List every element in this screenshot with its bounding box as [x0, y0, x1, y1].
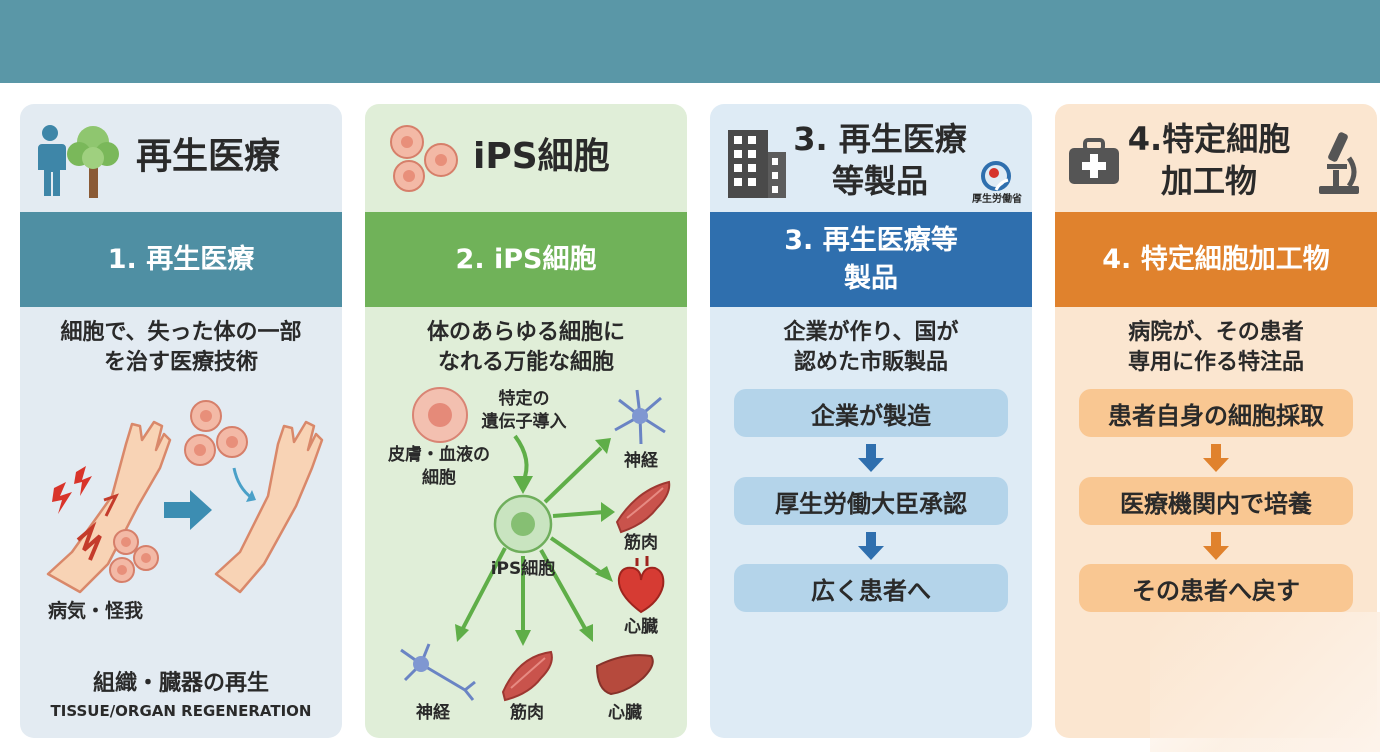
card-band: 4. 特定細胞加工物 [1055, 212, 1377, 307]
healed-arm-icon [214, 420, 324, 594]
arrow-down-icon [858, 532, 884, 560]
neuron-icon [400, 643, 476, 701]
card-title: 3. 再生医療 等製品 [793, 120, 967, 200]
injured-arm-icon [46, 420, 172, 594]
building-icon [728, 130, 786, 198]
arrow-down-icon [1203, 532, 1229, 560]
card-title: iPS細胞 [473, 136, 610, 177]
label-ips-cell: iPS細胞 [490, 559, 556, 579]
step-return-to-patient: その患者へ戻す [1079, 564, 1353, 612]
card-description: 体のあらゆる細胞に なれる万能な細胞 [426, 320, 625, 375]
mhlw-logo-icon [981, 161, 1011, 191]
card-header: 4.特定細胞 加工物 [1055, 104, 1377, 212]
card-band: 2. iPS細胞 [365, 212, 687, 307]
label-liver-bottom: 心臓 [608, 703, 642, 723]
card-description: 細胞で、失った体の一部 を治す医療技術 [60, 320, 302, 375]
cells-icon [109, 400, 248, 583]
card-band: 1. 再生医療 [20, 212, 342, 307]
muscle-icon [501, 650, 553, 702]
card-band: 3. 再生医療等 製品 [710, 212, 1032, 307]
card-header: 再生医療 [20, 104, 342, 212]
microscope-icon [1319, 132, 1359, 194]
pain-bolt-icon [52, 466, 92, 514]
label-gene-introduction: 特定の 遺伝子導入 [481, 389, 567, 432]
corner-fade [1150, 612, 1380, 752]
label-muscle-right: 筋肉 [624, 533, 658, 553]
tree-icon [67, 126, 119, 198]
skin-cell-icon [412, 387, 468, 443]
card-description: 企業が作り、国が 認めた市販製品 [783, 320, 959, 375]
step-distribution: 広く患者へ [734, 564, 1008, 612]
card-title: 再生医療 [136, 136, 281, 177]
medical-kit-icon [1069, 138, 1119, 184]
step-cell-collection: 患者自身の細胞採取 [1079, 389, 1353, 437]
mhlw-logo-text: 厚生労働省 [972, 194, 1022, 205]
card-header: 3. 再生医療 等製品 厚生労働省 [710, 104, 1032, 212]
arrow-down-icon [1203, 444, 1229, 472]
arrow-right-icon [164, 490, 212, 530]
card-header: iPS細胞 [365, 104, 687, 212]
person-icon [38, 125, 66, 196]
step-approval: 厚生労働大臣承認 [734, 477, 1008, 525]
card-title: 4.特定細胞 加工物 [1127, 120, 1291, 200]
heart-icon [617, 556, 665, 614]
label-regeneration-jp: 組織・臓器の再生 [92, 671, 269, 696]
label-disease: 病気・怪我 [48, 600, 144, 622]
regeneration-illustration [46, 400, 324, 594]
ips-differentiation-diagram [400, 387, 671, 702]
arrow-down-icon [858, 444, 884, 472]
label-nerve-bottom: 神経 [416, 703, 450, 723]
label-nerve-right: 神経 [624, 451, 658, 471]
step-culture: 医療機関内で培養 [1079, 477, 1353, 525]
label-skin-blood-cell: 皮膚・血液の 細胞 [388, 445, 490, 488]
cells-icon [390, 125, 458, 192]
top-banner [0, 0, 1380, 83]
card-ips-cell: iPS細胞 2. iPS細胞 体のあらゆる細胞に なれる万能な細胞 [365, 104, 687, 738]
step-manufacture: 企業が製造 [734, 389, 1008, 437]
label-muscle-bottom: 筋肉 [510, 703, 544, 723]
card-description: 病院が、その患者 専用に作る特注品 [1127, 320, 1304, 375]
muscle-icon [615, 480, 671, 534]
small-curved-arrow-icon [232, 467, 253, 500]
label-heart-right: 心臓 [624, 617, 658, 637]
label-regeneration-en: TISSUE/ORGAN REGENERATION [50, 702, 312, 720]
ips-cell-icon [493, 494, 553, 554]
card-regenerative-medicine: 再生医療 1. 再生医療 細胞で、失った体の一部 を治す医療技術 [20, 104, 342, 738]
liver-icon [595, 654, 654, 696]
card-regenerative-products: 3. 再生医療 等製品 厚生労働省 3. 再生医療等 製品 企業が作り、国が 認… [710, 104, 1032, 738]
card-specific-cell-products: 4.特定細胞 加工物 4. 特定細胞加工物 病院が、その患者 専用に作る特注品 … [1055, 104, 1377, 738]
